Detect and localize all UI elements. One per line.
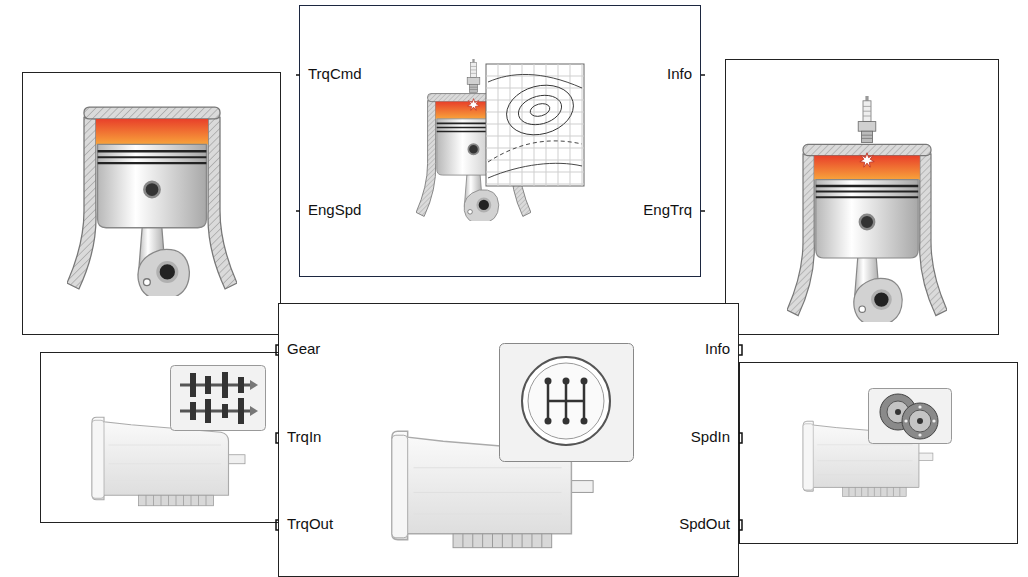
port-label: Info: [705, 340, 730, 358]
port-tick: [276, 433, 279, 443]
port-label: EngSpd: [308, 201, 361, 219]
port-tick: [276, 345, 279, 355]
spark-icon: [860, 153, 874, 167]
gearbox-block: [41, 353, 288, 523]
port-tick: [296, 74, 300, 76]
transmission-block: GearTrqInTrqOut InfoSpdInSpdOut: [278, 303, 739, 577]
si-engine-block: [726, 60, 999, 335]
port-label: TrqCmd: [308, 65, 362, 83]
port-label: TrqOut: [287, 515, 333, 533]
port-label: EngTrq: [643, 201, 692, 219]
engine-map-chart: [486, 64, 584, 186]
port-tick: [739, 433, 742, 443]
spark-plug-icon: [858, 96, 876, 142]
block-icon: [300, 6, 702, 278]
port-label: SpdIn: [691, 428, 730, 446]
port-label: Info: [667, 65, 692, 83]
port-tick: [296, 210, 300, 212]
piston-icon: [67, 107, 237, 300]
port-tick: [701, 74, 705, 76]
spark-icon: [468, 99, 480, 111]
gearset-panel: [171, 366, 266, 431]
clutch-panel: [869, 389, 952, 444]
piston-icon: [787, 144, 947, 326]
clutch-block: [740, 363, 1018, 544]
port-label: Gear: [287, 340, 320, 358]
gearset-icon: [180, 372, 258, 424]
port-tick: [739, 345, 742, 355]
port-tick: [701, 210, 705, 212]
port-tick: [739, 520, 742, 530]
port-label: TrqIn: [287, 428, 321, 446]
spark-plug-icon: [467, 59, 480, 92]
engine-block: [23, 73, 281, 335]
gear-shift-icon: [500, 344, 634, 462]
port-tick: [276, 520, 279, 530]
clutch-icon: [880, 394, 938, 439]
port-label: SpdOut: [679, 515, 730, 533]
block-icon: [279, 304, 740, 577]
engine-map-block: TrqCmdEngSpd InfoEngTrq: [299, 5, 701, 277]
